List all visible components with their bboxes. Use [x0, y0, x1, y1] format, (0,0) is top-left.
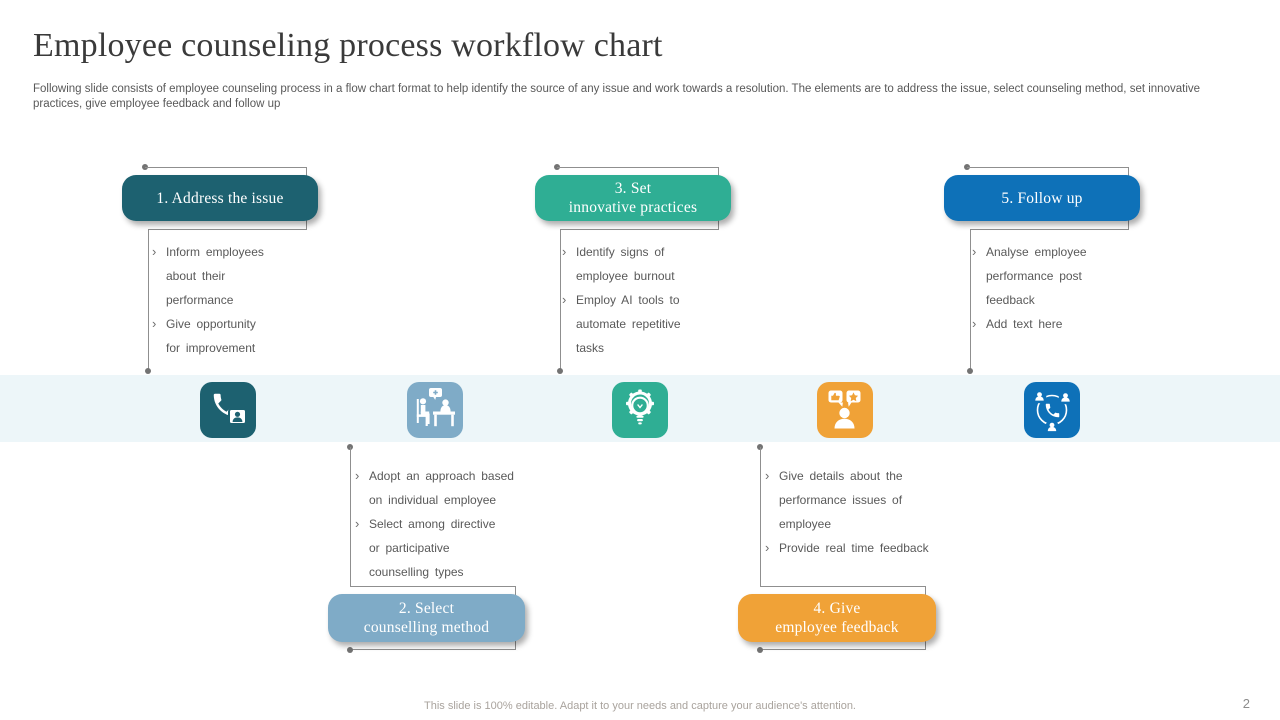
bullet-text: Give opportunity for improvement: [166, 317, 256, 355]
bullet-item: › Select among directive or participativ…: [355, 512, 565, 584]
bullet-text: Give details about the performance issue…: [779, 469, 903, 531]
innovation-bulb-gear-icon: [626, 389, 654, 425]
step-box-give-employee-feedback: 4. Give employee feedback: [738, 594, 936, 642]
bullet-marker: ›: [355, 516, 360, 531]
bullet-marker: ›: [765, 468, 770, 483]
bullet-marker: ›: [562, 292, 567, 307]
bullet-marker: ›: [562, 244, 567, 259]
step-box-address-issue: 1. Address the issue: [122, 175, 318, 221]
connector-segment: [560, 229, 719, 230]
icon-tile-follow-up: [1024, 382, 1080, 438]
bullet-text: Identify signs of employee burnout: [576, 245, 675, 283]
connector-dot: [557, 368, 563, 374]
step-box-label: 5. Follow up: [1001, 189, 1083, 207]
bullet-item: › Provide real time feedback: [765, 536, 975, 560]
connector-segment: [760, 447, 761, 586]
connector-segment: [145, 167, 306, 168]
step-box-label: 1. Address the issue: [156, 189, 284, 207]
bullet-item: › Analyse employee performance post feed…: [972, 240, 1142, 312]
connector-segment: [760, 586, 925, 587]
connector-segment: [967, 167, 1128, 168]
icon-tile-address-issue: [200, 382, 256, 438]
step-box-follow-up: 5. Follow up: [944, 175, 1140, 221]
bullet-marker: ›: [765, 540, 770, 555]
bullet-item: › Inform employees about their performan…: [152, 240, 322, 312]
connector-segment: [560, 229, 561, 371]
bullet-text: Adopt an approach based on individual em…: [369, 469, 514, 507]
step-bullets-give-employee-feedback: › Give details about the performance iss…: [765, 464, 975, 560]
connector-dot: [145, 368, 151, 374]
page-title: Employee counseling process workflow cha…: [33, 27, 663, 64]
bullet-item: › Give opportunity for improvement: [152, 312, 322, 360]
icon-tile-set-innovative-practices: [612, 382, 668, 438]
connector-segment: [350, 447, 351, 586]
step-bullets-set-innovative-practices: › Identify signs of employee burnout › E…: [562, 240, 732, 360]
connector-segment: [350, 586, 515, 587]
phone-contact-icon: [213, 393, 247, 425]
slide-subtitle: Following slide consists of employee cou…: [33, 83, 1201, 110]
bullet-item: › Adopt an approach based on individual …: [355, 464, 565, 512]
page-number: 2: [1242, 696, 1250, 711]
connector-dot: [757, 647, 763, 653]
connector-segment: [148, 229, 149, 371]
connector-segment: [350, 649, 516, 650]
connector-segment: [557, 167, 718, 168]
icon-tile-give-employee-feedback: [817, 382, 873, 438]
person-feedback-icon: [828, 390, 861, 429]
step-box-label: 4. Give employee feedback: [775, 600, 899, 636]
bullet-text: Select among directive or participative …: [369, 517, 496, 579]
bullet-marker: ›: [355, 468, 360, 483]
step-box-select-counselling-method: 2. Select counselling method: [328, 594, 525, 642]
step-box-label: 2. Select counselling method: [363, 600, 490, 636]
bullet-item: › Add text here: [972, 312, 1142, 336]
bullet-item: › Give details about the performance iss…: [765, 464, 975, 536]
step-bullets-address-issue: › Inform employees about their performan…: [152, 240, 322, 360]
step-bullets-select-counselling-method: › Adopt an approach based on individual …: [355, 464, 565, 584]
connector-segment: [148, 229, 307, 230]
step-box-label: 3. Set innovative practices: [568, 180, 698, 216]
step-box-set-innovative-practices: 3. Set innovative practices: [535, 175, 731, 221]
icon-tile-select-counselling-method: [407, 382, 463, 438]
connector-dot: [967, 368, 973, 374]
bullet-text: Provide real time feedback: [779, 541, 929, 555]
connector-segment: [760, 649, 926, 650]
bullet-text: Add text here: [986, 317, 1063, 331]
bullet-text: Analyse employee performance post feedba…: [986, 245, 1087, 307]
bullet-text: Inform employees about their performance: [166, 245, 264, 307]
connector-dot: [347, 647, 353, 653]
bullet-marker: ›: [972, 316, 977, 331]
bullet-marker: ›: [152, 316, 157, 331]
bullet-marker: ›: [152, 244, 157, 259]
connector-segment: [970, 229, 1129, 230]
step-bullets-follow-up: › Analyse employee performance post feed…: [972, 240, 1142, 336]
counseling-session-icon: [416, 388, 455, 427]
network-call-icon: [1032, 389, 1073, 434]
bullet-item: › Employ AI tools to automate repetitive…: [562, 288, 732, 360]
connector-segment: [970, 229, 971, 371]
bullet-marker: ›: [972, 244, 977, 259]
footer-note: This slide is 100% editable. Adapt it to…: [424, 700, 856, 712]
bullet-item: › Identify signs of employee burnout: [562, 240, 732, 288]
bullet-text: Employ AI tools to automate repetitive t…: [576, 293, 681, 355]
